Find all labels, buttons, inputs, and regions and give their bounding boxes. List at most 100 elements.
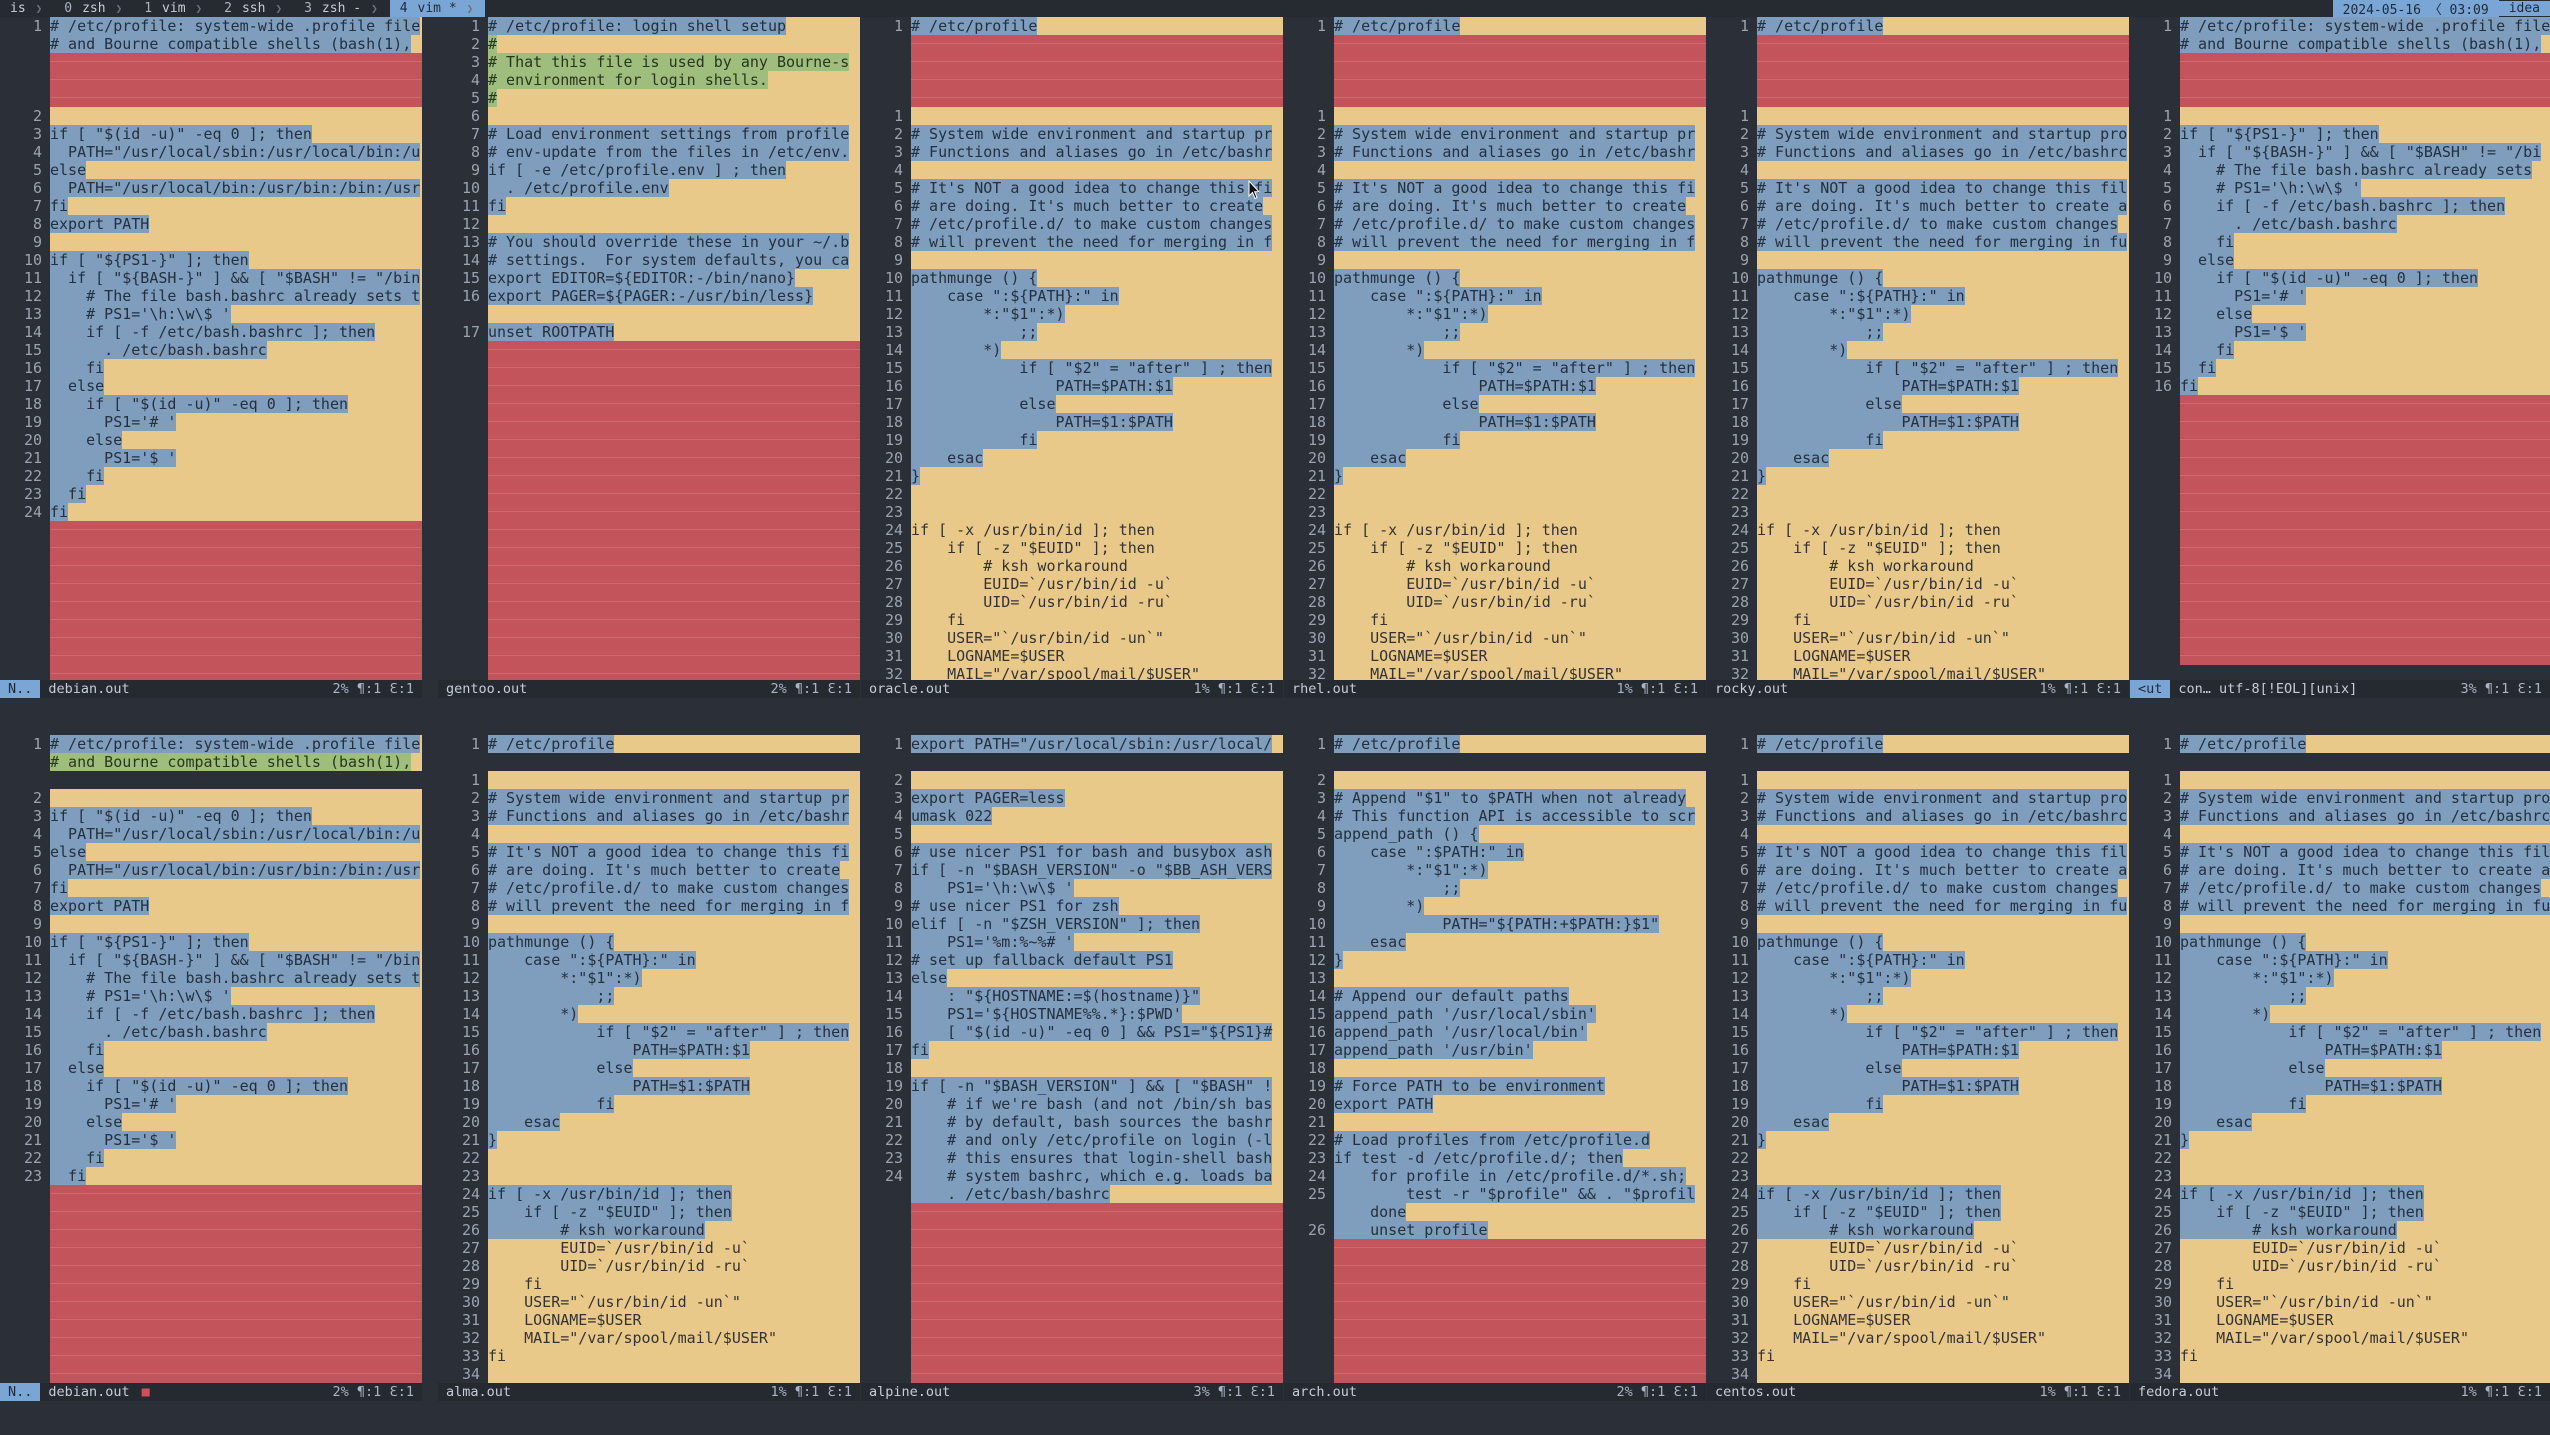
code-line[interactable]: # and Bourne compatible shells (bash(1), <box>0 35 422 53</box>
code-line[interactable]: 20 esac <box>1707 449 2129 467</box>
code-line[interactable]: 20 # if we're bash (and not /bin/sh bas <box>861 1095 1283 1113</box>
code-line[interactable]: 27 EUID=`/usr/bin/id -u` <box>1284 575 1706 593</box>
code-line[interactable] <box>2130 539 2550 557</box>
code-line[interactable]: 13 # PS1='\h:\w\$ ' <box>0 987 422 1005</box>
code-line[interactable]: 22 fi <box>0 1149 422 1167</box>
code-line[interactable]: 6# are doing. It's much better to create… <box>1707 197 2129 215</box>
code-line[interactable]: 16 [ "$(id -u)" -eq 0 ] && PS1="${PS1}# <box>861 1023 1283 1041</box>
code-line[interactable]: 6 case ":$PATH:" in <box>1284 843 1706 861</box>
code-line[interactable]: 27 EUID=`/usr/bin/id -u` <box>861 575 1283 593</box>
code-line[interactable]: 17 else <box>0 1059 422 1077</box>
code-line[interactable] <box>0 647 422 665</box>
code-line[interactable]: 5 <box>861 825 1283 843</box>
code-line[interactable]: 23 <box>1284 503 1706 521</box>
code-line[interactable]: 29 fi <box>861 611 1283 629</box>
code-line[interactable]: 8# will prevent the need for merging in … <box>1707 897 2129 915</box>
code-line[interactable]: 3# Functions and aliases go in /etc/bash… <box>861 143 1283 161</box>
code-line[interactable] <box>861 1203 1283 1221</box>
code-line[interactable]: 27 EUID=`/usr/bin/id -u` <box>1707 575 2129 593</box>
code-line[interactable]: 25 if [ -z "$EUID" ]; then <box>1707 1203 2129 1221</box>
code-line[interactable]: 4 # The file bash.bashrc already sets <box>2130 161 2550 179</box>
code-line[interactable] <box>0 1185 422 1203</box>
code-line[interactable]: 28 UID=`/usr/bin/id -ru` <box>1284 593 1706 611</box>
code-line[interactable]: 14 *) <box>2130 1005 2550 1023</box>
code-line[interactable]: 2# System wide environment and startup p… <box>438 789 860 807</box>
code-line[interactable]: 18 if [ "$(id -u)" -eq 0 ]; then <box>0 395 422 413</box>
code-line[interactable] <box>0 1329 422 1347</box>
code-line[interactable]: 25 if [ -z "$EUID" ]; then <box>438 1203 860 1221</box>
code-line[interactable]: 7# /etc/profile.d/ to make custom change… <box>861 215 1283 233</box>
code-line[interactable] <box>1284 1275 1706 1293</box>
code-line[interactable] <box>2130 395 2550 413</box>
code-line[interactable] <box>438 431 860 449</box>
code-line[interactable]: 9 <box>0 915 422 933</box>
code-line[interactable]: 7# /etc/profile.d/ to make custom change… <box>1707 215 2129 233</box>
code-line[interactable]: 14 *) <box>1707 1005 2129 1023</box>
code-line[interactable] <box>0 89 422 107</box>
code-line[interactable]: 28 UID=`/usr/bin/id -ru` <box>1707 593 2129 611</box>
code-line[interactable]: 14 if [ -f /etc/bash.bashrc ]; then <box>0 323 422 341</box>
code-line[interactable] <box>1284 1239 1706 1257</box>
code-line[interactable]: 14 *) <box>1707 341 2129 359</box>
code-line[interactable]: 1# /etc/profile: login shell setup <box>438 17 860 35</box>
code-line[interactable]: 22 <box>1284 485 1706 503</box>
code-line[interactable] <box>0 1275 422 1293</box>
code-line[interactable]: 15 if [ "$2" = "after" ] ; then <box>438 1023 860 1041</box>
code-line[interactable]: 3# Append "$1" to $PATH when not already <box>1284 789 1706 807</box>
code-line[interactable]: 26 # ksh workaround <box>2130 1221 2550 1239</box>
code-line[interactable]: 6 PATH="/usr/local/bin:/usr/bin:/bin:/us… <box>0 861 422 879</box>
code-line[interactable]: 22 <box>438 1149 860 1167</box>
code-line[interactable] <box>1284 1293 1706 1311</box>
code-line[interactable]: # and Bourne compatible shells (bash(1), <box>2130 35 2550 53</box>
code-line[interactable]: 13 ;; <box>2130 987 2550 1005</box>
code-line[interactable]: 4 <box>2130 825 2550 843</box>
code-line[interactable] <box>2130 575 2550 593</box>
code-line[interactable]: 7 *:"$1":*) <box>1284 861 1706 879</box>
code-line[interactable] <box>0 1347 422 1365</box>
code-line[interactable]: 15 if [ "$2" = "after" ] ; then <box>861 359 1283 377</box>
code-line[interactable]: 6# are doing. It's much better to create <box>1284 197 1706 215</box>
code-line[interactable]: 32 MAIL="/var/spool/mail/$USER" <box>438 1329 860 1347</box>
code-line[interactable]: 30 USER="`/usr/bin/id -un`" <box>861 629 1283 647</box>
code-line[interactable]: 11 esac <box>1284 933 1706 951</box>
code-line[interactable] <box>2130 753 2550 771</box>
diff-pane-con-utf-8-EOL-unix-[interactable]: 1# /etc/profile: system-wide .profile fi… <box>2130 17 2550 717</box>
code-line[interactable]: 12 # The file bash.bashrc already sets t <box>0 287 422 305</box>
code-line[interactable]: 13 # PS1='\h:\w\$ ' <box>0 305 422 323</box>
code-line[interactable] <box>861 1221 1283 1239</box>
code-line[interactable]: 23 # this ensures that login-shell bash <box>861 1149 1283 1167</box>
code-line[interactable]: 1# /etc/profile <box>438 735 860 753</box>
code-line[interactable]: 3# Functions and aliases go in /etc/bash… <box>1284 143 1706 161</box>
code-line[interactable] <box>0 1203 422 1221</box>
code-line[interactable] <box>0 539 422 557</box>
code-line[interactable]: 9# use nicer PS1 for zsh <box>861 897 1283 915</box>
code-line[interactable] <box>2130 557 2550 575</box>
code-line[interactable]: 29 fi <box>1707 611 2129 629</box>
code-line[interactable]: 2 <box>1284 771 1706 789</box>
code-line[interactable] <box>438 593 860 611</box>
code-line[interactable]: 19 fi <box>438 1095 860 1113</box>
code-line[interactable]: 34 <box>2130 1365 2550 1383</box>
code-line[interactable]: 32 MAIL="/var/spool/mail/$USER" <box>1707 665 2129 680</box>
code-line[interactable]: 3# Functions and aliases go in /etc/bash… <box>1707 807 2129 825</box>
code-line[interactable] <box>861 1257 1283 1275</box>
code-line[interactable]: 17 else <box>438 1059 860 1077</box>
code-line[interactable]: 20 else <box>0 1113 422 1131</box>
code-line[interactable]: 2 <box>861 771 1283 789</box>
code-line[interactable] <box>2130 611 2550 629</box>
code-line[interactable] <box>438 665 860 680</box>
code-line[interactable]: 16 PATH=$PATH:$1 <box>1707 377 2129 395</box>
code-line[interactable]: 27 EUID=`/usr/bin/id -u` <box>2130 1239 2550 1257</box>
code-line[interactable]: 18 PATH=$1:$PATH <box>1707 413 2129 431</box>
